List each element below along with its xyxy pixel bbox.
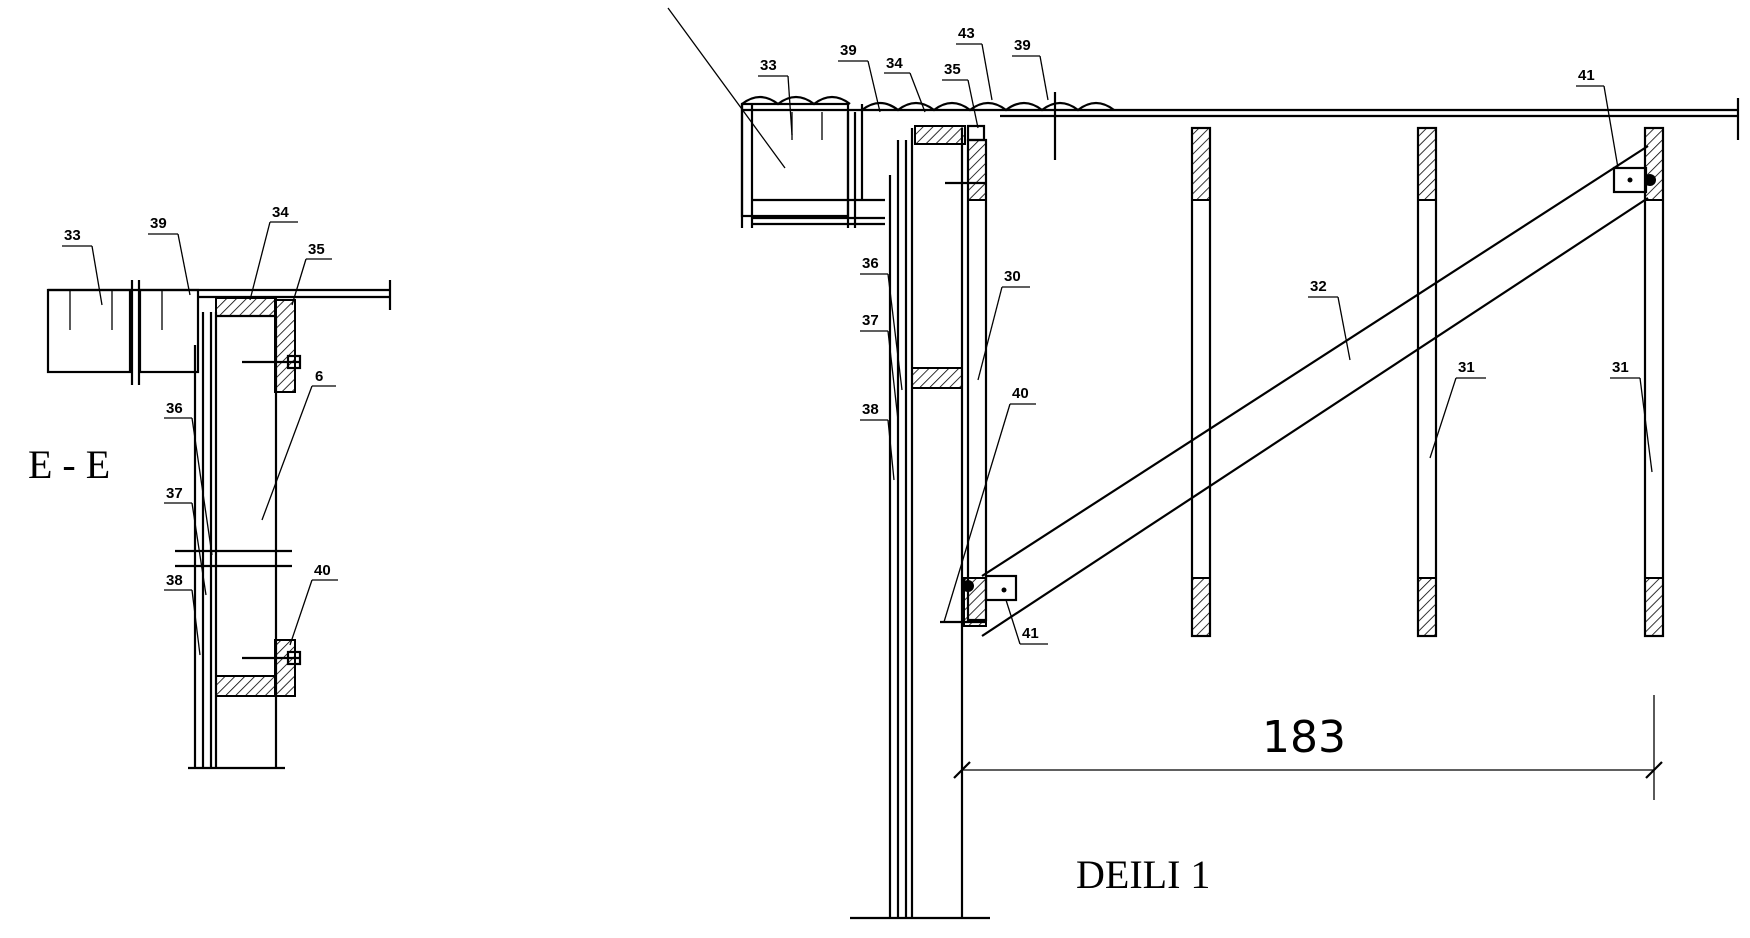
right-label-41-bottom: 41 bbox=[1005, 599, 1048, 645]
hatch-34-right bbox=[914, 125, 966, 145]
left-label-39: 39 bbox=[148, 215, 191, 296]
hatch-mid bbox=[911, 367, 963, 389]
detail-1-view: 183 33 39 34 43 39 35 bbox=[667, 7, 1740, 920]
left-label-33: 33 bbox=[62, 227, 103, 306]
svg-text:36: 36 bbox=[166, 400, 183, 417]
right-label-31b: 31 bbox=[1610, 359, 1653, 473]
post-31-b bbox=[1416, 126, 1438, 638]
left-label-34: 34 bbox=[249, 204, 298, 301]
left-label-35: 35 bbox=[291, 241, 332, 306]
plate-41-bottom bbox=[984, 574, 1018, 602]
svg-text:33: 33 bbox=[64, 227, 81, 244]
right-label-38: 38 bbox=[860, 401, 895, 481]
svg-text:38: 38 bbox=[166, 572, 183, 589]
svg-text:6: 6 bbox=[315, 368, 323, 385]
left-label-40: 40 bbox=[289, 562, 338, 646]
post-31-a bbox=[1190, 126, 1212, 638]
hatch-bottom bbox=[215, 675, 277, 697]
svg-text:38: 38 bbox=[862, 401, 879, 418]
svg-text:39: 39 bbox=[1014, 37, 1031, 54]
svg-text:37: 37 bbox=[862, 312, 879, 329]
svg-text:33: 33 bbox=[760, 57, 777, 74]
right-label-37: 37 bbox=[860, 312, 899, 421]
right-label-32: 32 bbox=[1308, 278, 1351, 361]
svg-text:40: 40 bbox=[314, 562, 331, 579]
section-e-e-view: 33 39 34 35 6 36 37 bbox=[28, 204, 392, 770]
svg-text:35: 35 bbox=[944, 61, 961, 78]
hatch-34 bbox=[215, 297, 277, 317]
svg-text:34: 34 bbox=[272, 204, 289, 221]
beam-33-continuation bbox=[138, 288, 200, 374]
svg-text:41: 41 bbox=[1022, 625, 1039, 642]
right-label-33: 33 bbox=[758, 57, 793, 136]
right-label-34: 34 bbox=[884, 55, 926, 113]
right-label-41-top: 41 bbox=[1576, 67, 1619, 169]
left-label-38: 38 bbox=[164, 572, 201, 656]
hatch-40 bbox=[274, 639, 296, 697]
detail-title: DEILI 1 bbox=[1076, 852, 1210, 897]
left-label-37: 37 bbox=[164, 485, 207, 596]
beam-33 bbox=[46, 288, 132, 374]
svg-text:34: 34 bbox=[886, 55, 903, 72]
svg-text:30: 30 bbox=[1004, 268, 1021, 285]
right-label-39: 39 bbox=[838, 42, 881, 113]
svg-text:35: 35 bbox=[308, 241, 325, 258]
svg-text:31: 31 bbox=[1458, 359, 1475, 376]
svg-text:32: 32 bbox=[1310, 278, 1327, 295]
dimension-value: 183 bbox=[1262, 712, 1346, 763]
svg-text:43: 43 bbox=[958, 25, 975, 42]
left-label-36: 36 bbox=[164, 400, 213, 556]
right-label-40: 40 bbox=[943, 385, 1036, 623]
svg-text:41: 41 bbox=[1578, 67, 1595, 84]
section-title: E - E bbox=[28, 442, 110, 487]
right-label-36: 36 bbox=[860, 255, 903, 391]
svg-text:39: 39 bbox=[150, 215, 167, 232]
post-30 bbox=[966, 138, 988, 622]
right-label-39b: 39 bbox=[1012, 37, 1049, 101]
hatch-35 bbox=[274, 299, 296, 393]
post-31-c bbox=[1643, 126, 1665, 638]
right-label-43: 43 bbox=[956, 25, 993, 101]
svg-text:31: 31 bbox=[1612, 359, 1629, 376]
left-label-6: 6 bbox=[261, 368, 336, 521]
right-label-35: 35 bbox=[942, 61, 979, 129]
right-label-30: 30 bbox=[977, 268, 1030, 381]
svg-text:36: 36 bbox=[862, 255, 879, 272]
right-label-31a: 31 bbox=[1429, 359, 1486, 459]
svg-text:39: 39 bbox=[840, 42, 857, 59]
svg-text:40: 40 bbox=[1012, 385, 1029, 402]
svg-text:37: 37 bbox=[166, 485, 183, 502]
